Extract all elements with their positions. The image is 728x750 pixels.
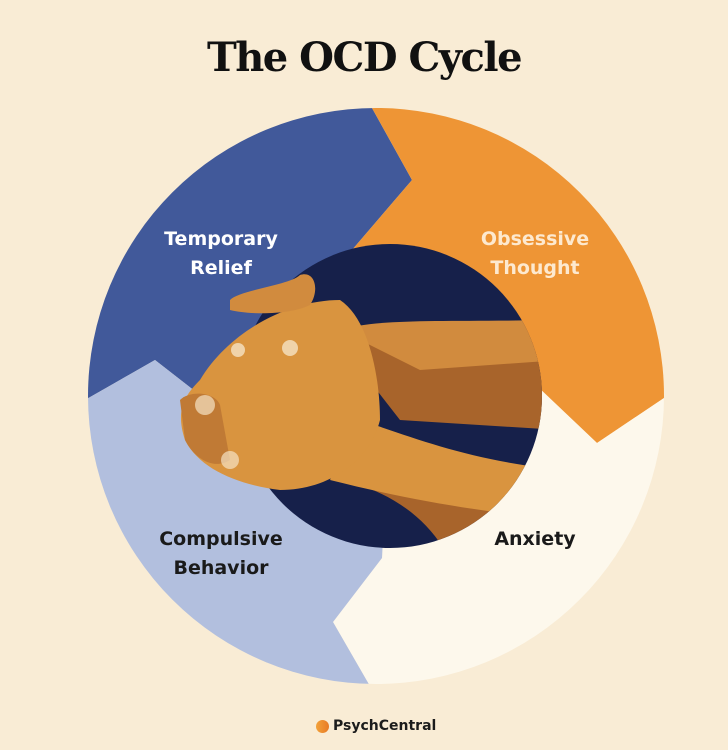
hands-overflow <box>180 274 380 490</box>
logo-text: PsychCentral <box>333 718 437 734</box>
diagram-title: The OCD Cycle <box>206 34 523 81</box>
stage-label-line2: Relief <box>190 257 252 279</box>
stage-label-line1: Compulsive <box>159 528 283 550</box>
psychcentral-logo: PsychCentral <box>316 718 436 734</box>
logo-circle-icon <box>316 719 329 733</box>
stage-label-line2: Thought <box>490 257 580 279</box>
stage-label-line2: Behavior <box>173 557 269 579</box>
stage-compulsive-behavior: Compulsive Behavior <box>121 525 321 583</box>
stage-label-line1: Obsessive <box>480 228 590 250</box>
stage-obsessive-thought: Obsessive Thought <box>435 225 635 283</box>
stage-label-line1: Temporary <box>164 228 278 250</box>
stage-temporary-relief: Temporary Relief <box>121 225 321 283</box>
stage-anxiety: Anxiety <box>435 525 635 554</box>
stage-label-line1: Anxiety <box>494 528 576 550</box>
